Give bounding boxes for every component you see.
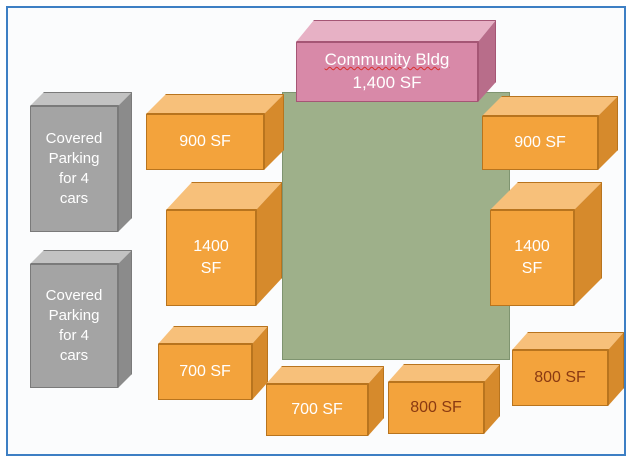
- unit-area-number: 1400: [193, 238, 229, 256]
- unit-left-900: 900 SF: [146, 94, 284, 170]
- unit-area-label: 800 SF: [410, 399, 462, 417]
- covered-parking-top: Covered Parking for 4 cars: [30, 92, 132, 232]
- unit-bottom-800: 800 SF: [388, 364, 500, 434]
- unit-area-label: 900 SF: [179, 133, 231, 151]
- parking-label-line: cars: [59, 190, 89, 208]
- unit-right-800: 800 SF: [512, 332, 624, 406]
- unit-right-1400: 1400 SF: [490, 182, 602, 306]
- community-building-name: Community Bldg: [324, 50, 450, 70]
- community-building: Community Bldg 1,400 SF: [296, 20, 496, 102]
- unit-area-unit: SF: [521, 260, 543, 277]
- covered-parking-bottom: Covered Parking for 4 cars: [30, 250, 132, 388]
- unit-area-label: 800 SF: [534, 369, 586, 387]
- unit-area-label: 900 SF: [514, 134, 566, 152]
- parking-label-line: Covered: [45, 286, 103, 304]
- unit-area-label: 700 SF: [179, 363, 231, 381]
- unit-right-900: 900 SF: [482, 96, 618, 170]
- courtyard: [282, 92, 510, 360]
- unit-area-label: 700 SF: [291, 401, 343, 419]
- unit-left-1400: 1400 SF: [166, 182, 282, 306]
- parking-label-line: Covered: [45, 129, 103, 147]
- parking-label-line: for 4: [58, 327, 89, 344]
- parking-label-line: Parking: [48, 149, 100, 167]
- unit-area-number: 1400: [514, 238, 550, 256]
- community-building-area: 1,400 SF: [352, 73, 422, 92]
- unit-left-700: 700 SF: [158, 326, 268, 400]
- parking-label-line: cars: [59, 347, 89, 365]
- unit-bottom-700: 700 SF: [266, 366, 384, 436]
- parking-label-line: for 4: [58, 170, 89, 187]
- unit-area-unit: SF: [200, 260, 222, 277]
- parking-label-line: Parking: [48, 306, 100, 324]
